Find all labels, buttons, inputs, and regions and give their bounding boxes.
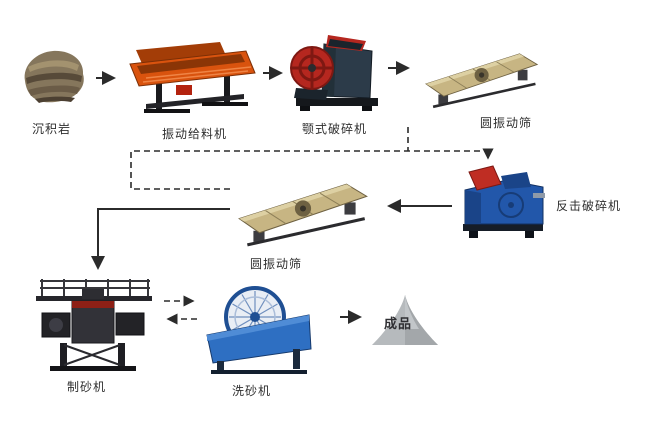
sand-washer-image [203,283,318,375]
vibrating-screen-mid-image [233,166,375,252]
arrow-screen-mid-to-sand-maker [91,208,230,270]
product-pile-image [368,292,442,350]
impact-crusher-label: 反击破碎机 [556,199,622,213]
sedimentary-rock-image [15,45,90,110]
vibrating-feeder-image [124,38,259,118]
product-label: 成品 [383,316,412,331]
feeder-label: 振动给料机 [162,127,228,141]
rock-label: 沉积岩 [32,122,72,136]
vibrating-screen-top-image [420,38,545,113]
impact-crusher-image [455,160,550,245]
sand-maker-label: 制砂机 [67,380,107,394]
vibrating-screen-top-label: 圆振动筛 [480,116,533,130]
sand-washer-label: 洗砂机 [232,384,272,398]
jaw-crusher-image [288,30,383,115]
vibrating-screen-mid-label: 圆振动筛 [250,257,303,271]
jaw-crusher-label: 颚式破碎机 [302,122,368,136]
sand-maker-image [30,275,157,373]
